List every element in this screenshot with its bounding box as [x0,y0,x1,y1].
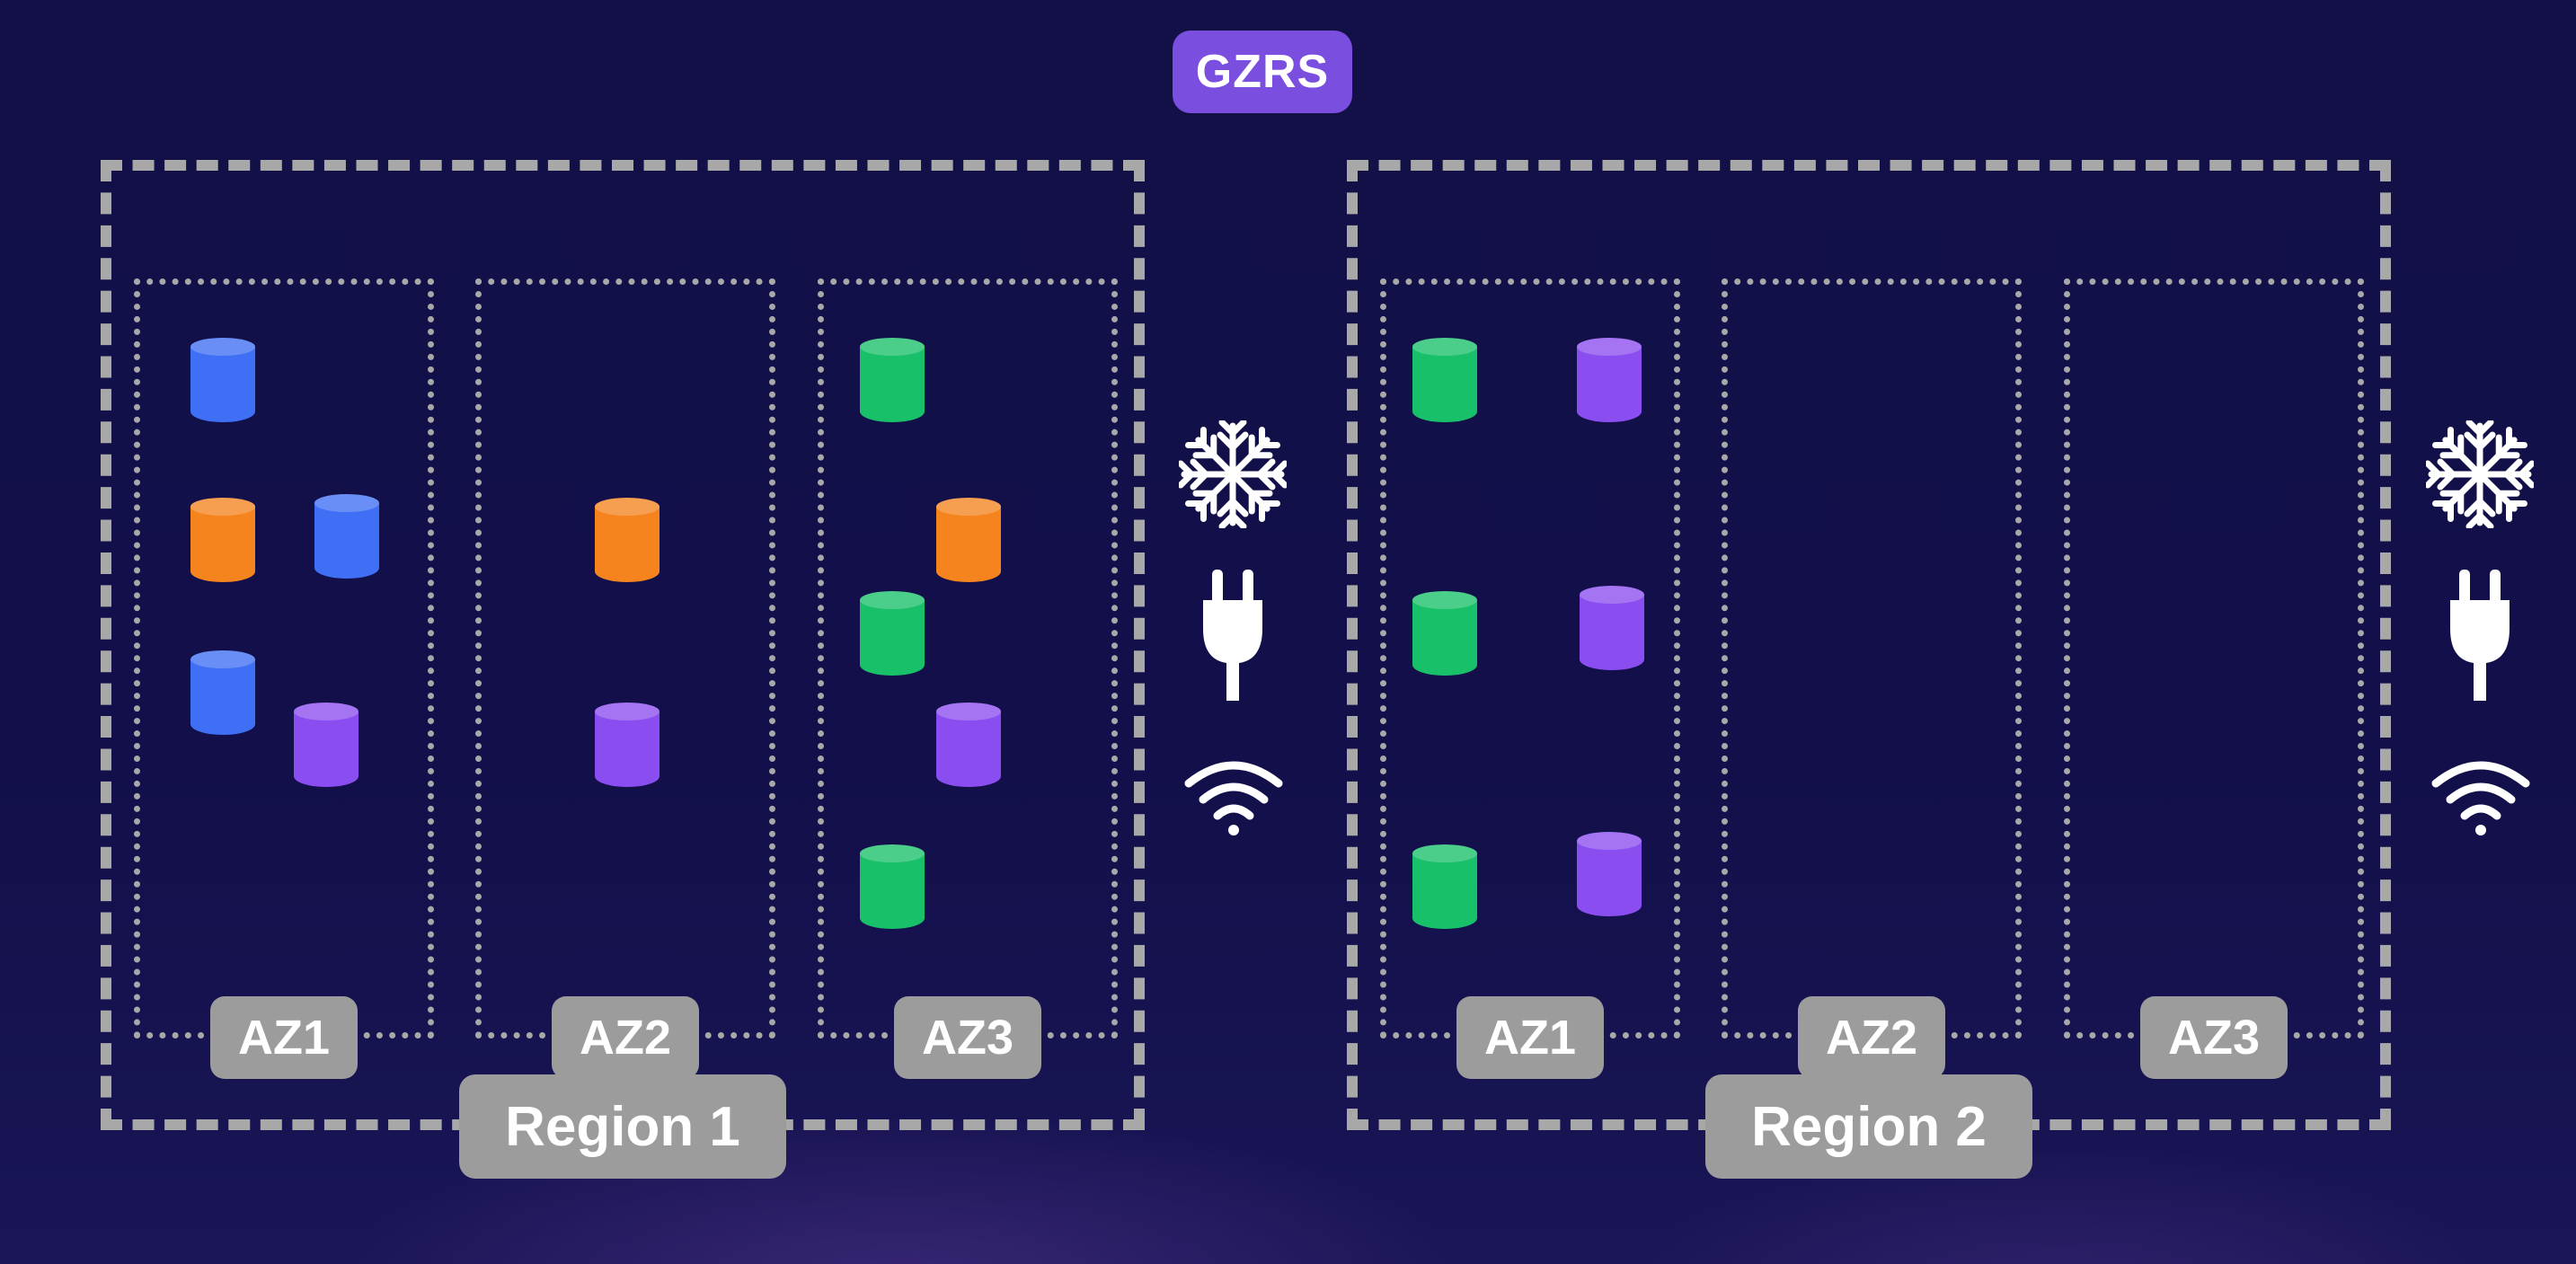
disk-icon [595,703,659,787]
az-label: AZ3 [894,996,1041,1079]
region-2-az2: AZ2 [1722,278,2022,1079]
az-label: AZ2 [1798,996,1945,1079]
disk-icon [860,591,925,676]
disk-icon [860,844,925,929]
disk-icon [1577,338,1642,422]
disk-icon [314,494,379,579]
disk-icon [190,650,255,735]
disk-icon [860,338,925,422]
disk-icon [1577,832,1642,916]
disk-icon [936,703,1001,787]
az-label: AZ3 [2140,996,2288,1079]
az-label: AZ1 [210,996,358,1079]
snowflake-icon [2426,420,2534,528]
region-label: Region 2 [1705,1074,2032,1179]
power-plug-icon [2450,570,2510,701]
wifi-icon [2431,761,2530,835]
disk-icon [190,338,255,422]
region-1-az3: AZ3 [818,278,1118,1079]
region-2-az1: AZ1 [1380,278,1680,1079]
region-label: Region 1 [459,1074,786,1179]
disk-icon [190,498,255,582]
disk-icon [294,703,359,787]
region-1-az1: AZ1 [134,278,434,1079]
snowflake-icon [1179,420,1287,528]
disk-icon [1412,591,1477,676]
disk-icon [1580,586,1644,670]
wifi-icon [1184,761,1283,835]
region-2-az3: AZ3 [2064,278,2364,1079]
region-1-boundary: AZ1 AZ2 AZ3 Region 1 [101,160,1145,1179]
power-plug-icon [1203,570,1262,701]
az-label: AZ2 [552,996,699,1079]
disk-icon [936,498,1001,582]
az-label: AZ1 [1456,996,1604,1079]
region-1-az2: AZ2 [475,278,775,1079]
gzrs-badge: GZRS [1173,31,1352,113]
disk-icon [1412,844,1477,929]
disk-icon [595,498,659,582]
disk-icon [1412,338,1477,422]
region-2-boundary: AZ1 AZ2 AZ3 Region 2 [1347,160,2391,1179]
